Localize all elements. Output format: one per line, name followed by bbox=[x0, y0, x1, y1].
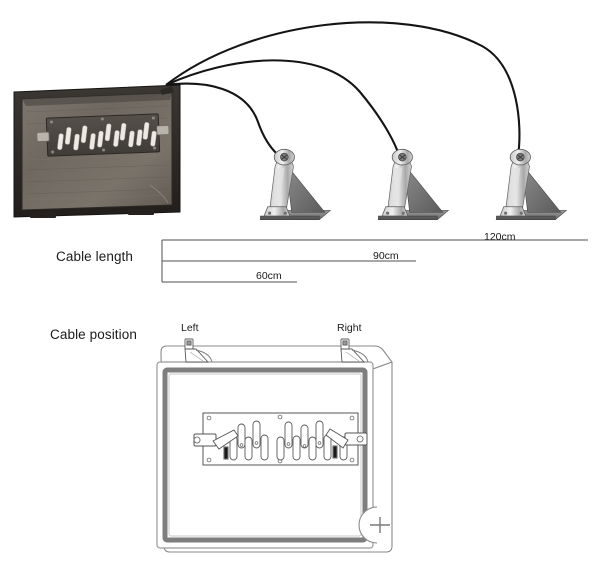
measure-label-120cm: 120cm bbox=[484, 231, 516, 243]
pedal-icon-left bbox=[184, 338, 213, 363]
right-connector bbox=[325, 428, 368, 459]
measure-label-90cm: 90cm bbox=[373, 250, 399, 262]
lever-plate bbox=[36, 113, 170, 157]
position-label-left: Left bbox=[181, 322, 199, 334]
left-connector bbox=[193, 429, 239, 460]
cable-length-label: Cable length bbox=[56, 249, 134, 264]
cable-60cm bbox=[165, 82, 283, 160]
cables-group bbox=[165, 21, 521, 160]
panel-frame bbox=[162, 367, 368, 543]
pedal-icon-right bbox=[340, 338, 369, 363]
cable-length-bracket bbox=[161, 239, 588, 283]
lever-plate-drawing bbox=[193, 412, 368, 466]
position-label-right: Right bbox=[337, 322, 362, 334]
cable-position-diagram bbox=[156, 338, 393, 553]
pedal-3 bbox=[495, 148, 567, 221]
shell-right-edge bbox=[369, 361, 393, 371]
cable-position-label: Cable position bbox=[50, 327, 137, 342]
top-photo-scene bbox=[13, 21, 567, 221]
wooden-control-box bbox=[13, 84, 181, 218]
pedal-1 bbox=[259, 148, 331, 221]
outer-shell bbox=[160, 345, 393, 553]
cable-90cm bbox=[165, 59, 402, 159]
corner-crosshair-mark bbox=[358, 506, 390, 544]
pedal-2 bbox=[377, 148, 449, 221]
cable-120cm bbox=[165, 21, 521, 157]
measure-label-60cm: 60cm bbox=[256, 270, 282, 282]
